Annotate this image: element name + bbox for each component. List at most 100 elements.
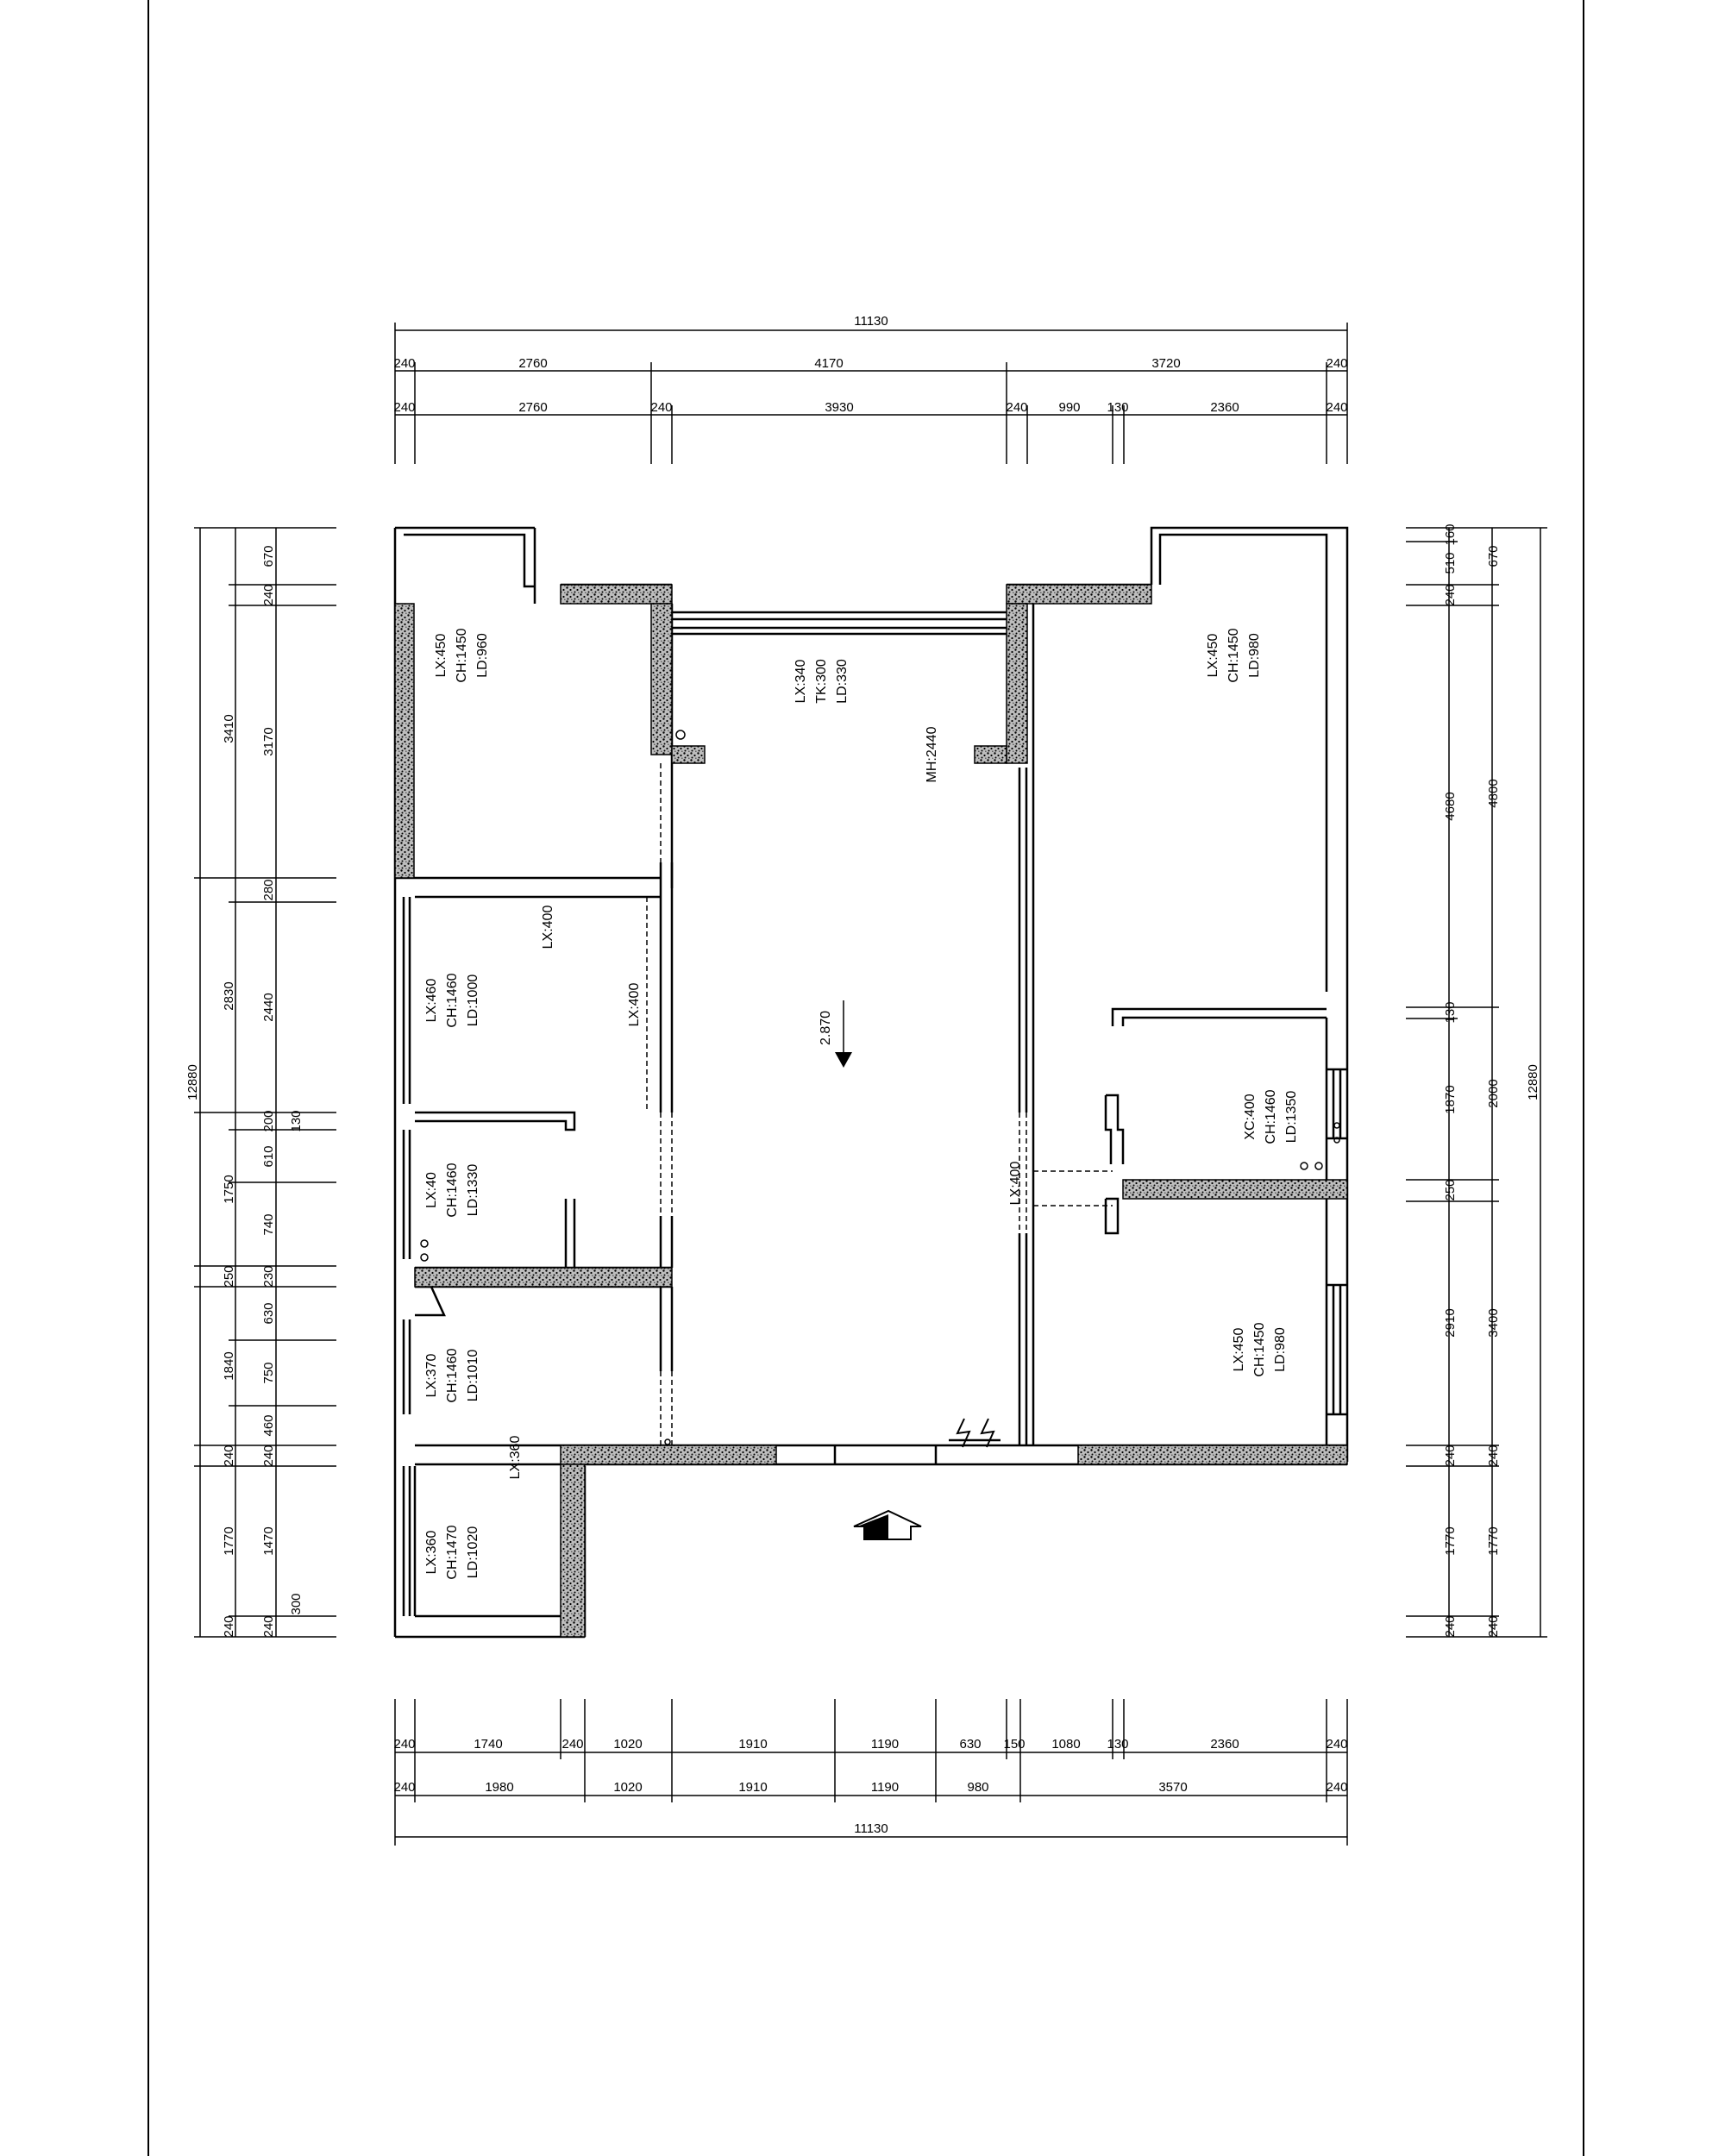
structural-walls [394,584,1348,1638]
room-2-line3: LD:330 [835,659,850,704]
drain-icon [1300,1162,1308,1170]
dim-right-i3: 2000 [1486,1079,1501,1107]
level-marker-icon [835,1000,852,1068]
room-1-line2: CH:1450 [455,628,469,682]
dim-right-o6: 1870 [1443,1085,1458,1113]
dim-bot-r1-4: 1020 [613,1737,642,1752]
room-3-line3: LD:980 [1247,633,1262,678]
dim-top-total: 11130 [854,314,888,329]
dim-top-r2-8: 2360 [1210,400,1239,415]
dim-right-o5: 130 [1443,1001,1458,1023]
dim-top-r1-2: 2760 [518,356,547,371]
room-8-line1: XC:400 [1243,1094,1258,1139]
dim-left-o8: 240 [222,1615,236,1637]
dim-left-i11: 750 [261,1362,276,1383]
top-dimensions: 11130 240 2760 4170 3720 240 240 2760 24… [393,314,1348,464]
dim-left-i5: 2440 [261,993,276,1021]
dim-left-i3: 3170 [261,727,276,755]
dim-top-r2-4: 3930 [825,400,853,415]
door-lines [415,763,1113,1465]
room-7-line2: CH:1470 [445,1525,460,1579]
dim-right-i5: 240 [1486,1445,1501,1466]
dim-left-o1: 3410 [222,714,236,743]
dim-top-r2-3: 240 [650,400,672,415]
dim-bot-r2-1: 240 [393,1780,415,1795]
room-6-line2: CH:1460 [445,1348,460,1402]
electric-panel-icon [956,1418,995,1448]
dim-bot-r1-9: 1080 [1051,1737,1080,1752]
dim-top-r2-9: 240 [1326,400,1347,415]
dim-bot-r1-10: 130 [1107,1737,1128,1752]
dim-bot-r1-5: 1910 [738,1737,767,1752]
dim-left-i7: 610 [261,1145,276,1167]
room-3-line1: LX:450 [1206,634,1220,678]
dim-left-x2: 300 [289,1593,304,1614]
dim-bot-r1-8: 150 [1003,1737,1025,1752]
dim-bot-r1-1: 240 [393,1737,415,1752]
dim-left-i2: 240 [261,584,276,605]
room-8-line2: CH:1460 [1264,1089,1278,1144]
drain-icon [420,1253,429,1262]
dim-left-i8: 740 [261,1213,276,1235]
note-lx400-a: LX:400 [541,906,555,950]
room-1-line1: LX:450 [434,634,448,678]
dim-right-o9: 240 [1443,1445,1458,1466]
dim-bot-r1-3: 240 [561,1737,583,1752]
room-6-line3: LD:1010 [466,1350,480,1402]
dim-left-i9: 230 [261,1265,276,1287]
dim-bot-r2-2: 1980 [485,1780,513,1795]
dim-bot-r1-7: 630 [959,1737,981,1752]
dim-right-o2: 510 [1443,552,1458,573]
walls [393,526,1349,1639]
entrance-arrow-icon [853,1509,922,1540]
dim-bot-r2-5: 1190 [871,1780,899,1795]
dim-left-o5: 1840 [222,1351,236,1380]
dim-left-i1: 670 [261,545,276,567]
room-7-line1: LX:360 [424,1531,439,1575]
dim-bot-r1-2: 1740 [474,1737,502,1752]
dim-bot-r2-3: 1020 [613,1780,642,1795]
dim-right-i1: 670 [1486,545,1501,567]
dim-right-o1: 160 [1443,523,1458,545]
dim-bot-r2-8: 240 [1326,1780,1347,1795]
room-1-line3: LD:960 [475,633,490,678]
dim-left-i12: 460 [261,1414,276,1436]
dim-left-i13: 240 [261,1445,276,1466]
dim-top-r2-1: 240 [393,400,415,415]
dim-top-r2-7: 130 [1107,400,1128,415]
dim-bot-total: 11130 [854,1821,888,1836]
dim-right-o10: 1770 [1443,1526,1458,1555]
dim-left-i14: 1470 [261,1526,276,1555]
drain-icon [675,730,686,740]
level-value: 2.870 [819,1011,833,1045]
room-9-line3: LD:980 [1273,1327,1288,1372]
room-2-line1: LX:340 [794,660,808,704]
room-4-line2: CH:1460 [445,973,460,1027]
note-lx400-b: LX:400 [627,983,642,1027]
room-6-line1: LX:370 [424,1354,439,1398]
dim-top-r1-1: 240 [393,356,415,371]
sheet-border [147,0,1584,2156]
dim-bot-r1-11: 2360 [1210,1737,1239,1752]
dim-left-x1: 130 [289,1110,304,1131]
dim-top-r2-5: 240 [1006,400,1027,415]
dim-top-r1-5: 240 [1326,356,1347,371]
dim-right-i4: 3400 [1486,1308,1501,1337]
dim-right-o8: 2910 [1443,1308,1458,1337]
room-4-line3: LD:1000 [466,975,480,1027]
dim-left-o3: 1750 [222,1175,236,1203]
room-3-line2: CH:1450 [1226,628,1241,682]
dim-right-i6: 1770 [1486,1526,1501,1555]
room-5-line2: CH:1460 [445,1163,460,1217]
fixtures [420,730,1340,1445]
dim-top-r1-4: 3720 [1151,356,1180,371]
dim-right-total: 12880 [1526,1064,1540,1100]
dim-bot-r1-12: 240 [1326,1737,1347,1752]
dim-right-o7: 250 [1443,1179,1458,1200]
dim-top-r2-2: 2760 [518,400,547,415]
bottom-dimensions: 240 1740 240 1020 1910 1190 630 150 1080… [393,1699,1348,1846]
dim-right-o3: 240 [1443,584,1458,605]
room-7-line3: LD:1020 [466,1526,480,1579]
